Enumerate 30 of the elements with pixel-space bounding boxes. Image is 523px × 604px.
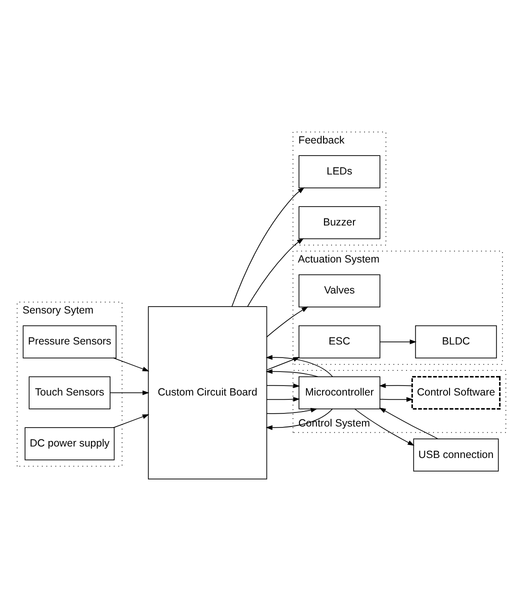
node-box: Valves bbox=[298, 274, 380, 307]
arrow bbox=[266, 306, 308, 337]
arrow bbox=[379, 407, 438, 439]
node-box: BLDC bbox=[415, 324, 497, 358]
arrow bbox=[110, 390, 150, 395]
node-box: Custom Circuit Board bbox=[148, 306, 268, 479]
node-box: Touch Sensors bbox=[28, 376, 110, 409]
arrow bbox=[232, 186, 305, 306]
arrow bbox=[266, 368, 318, 377]
node-box: ESC bbox=[298, 324, 380, 358]
arrow bbox=[113, 414, 150, 428]
arrow bbox=[266, 407, 318, 414]
arrow bbox=[266, 356, 300, 370]
arrow bbox=[380, 396, 414, 402]
node-box: LEDs bbox=[298, 154, 380, 188]
node-box: Buzzer bbox=[298, 206, 380, 239]
node-box: Pressure Sensors bbox=[22, 324, 116, 358]
arrow bbox=[247, 238, 304, 306]
node-box: Control Software bbox=[411, 375, 501, 410]
node-box: USB connection bbox=[413, 438, 499, 471]
arrow bbox=[266, 408, 333, 430]
node-box: Microcontroller bbox=[298, 376, 380, 409]
arrow bbox=[266, 354, 333, 377]
arrow bbox=[380, 338, 417, 344]
node-box: DC power supply bbox=[24, 426, 115, 460]
arrow bbox=[113, 357, 150, 371]
arrow bbox=[266, 396, 300, 402]
arrow bbox=[354, 408, 414, 446]
arrow bbox=[378, 382, 412, 388]
arrow bbox=[266, 382, 300, 388]
